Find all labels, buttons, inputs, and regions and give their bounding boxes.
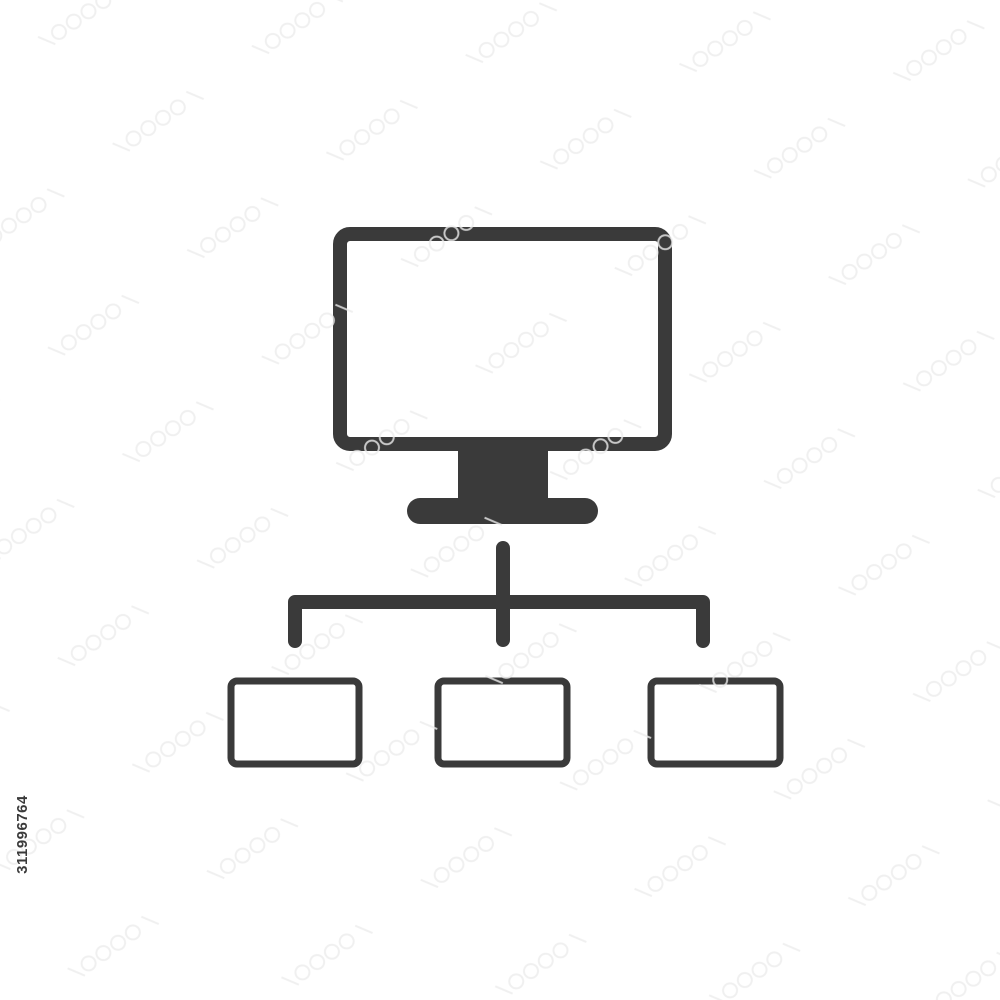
- monitor-neck: [458, 448, 548, 500]
- stock-id-text: 311996764: [13, 794, 31, 874]
- stock-id-label: 311996764: [10, 768, 34, 900]
- child-node-center: [434, 677, 571, 768]
- child-node-right: [647, 677, 784, 768]
- child-node-left: [227, 677, 363, 768]
- monitor-base: [407, 498, 598, 524]
- monitor-screen: [333, 227, 672, 451]
- connector-lines: [288, 541, 710, 648]
